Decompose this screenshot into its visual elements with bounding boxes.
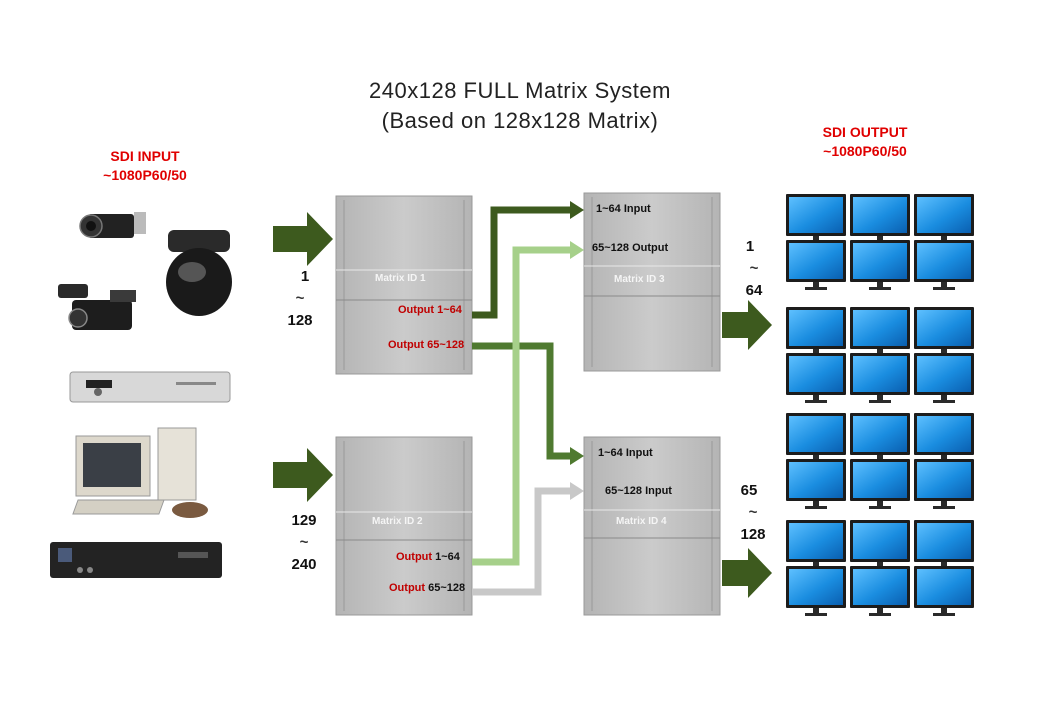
- matrix-2-chassis: [335, 436, 473, 616]
- box-camera-icon: [79, 212, 146, 238]
- diagram-subtitle: (Based on 128x128 Matrix): [381, 108, 659, 133]
- input-range-1-start: 1: [300, 268, 310, 285]
- output-range-2-sep: ~: [748, 504, 758, 521]
- matrix-1-output-a-prefix: Output: [398, 304, 435, 316]
- matrix-1-output-a-range: 1~64: [434, 304, 462, 316]
- matrix-2-output-a-prefix: Output: [396, 551, 433, 563]
- sdi-input-heading: SDI INPUT: [110, 148, 180, 164]
- link-m2b-arrowhead: [570, 482, 584, 500]
- link-m2-arrowhead: [570, 241, 584, 259]
- desktop-pc-icon: [72, 427, 208, 518]
- output-range-1-sep: ~: [749, 260, 759, 277]
- output-arrow-2: [722, 548, 772, 598]
- output-range-2: 65 ~ 128: [732, 480, 774, 546]
- matrix-4-input-a: 1~64 Input: [598, 447, 653, 459]
- link-m2-out-1-64-to-m3: [472, 246, 572, 566]
- sdi-output-heading: SDI OUTPUT: [822, 124, 908, 140]
- input-range-2: 129 ~ 240: [282, 510, 326, 576]
- matrix-4-id: Matrix ID 4: [616, 516, 667, 527]
- dome-camera-icon: [166, 230, 232, 316]
- link-m1b-arrowhead: [570, 447, 584, 465]
- link-m1-arrowhead: [570, 201, 584, 219]
- diagram-title: 240x128 FULL Matrix System: [369, 78, 671, 103]
- output-range-1: 1 ~ 64: [734, 236, 774, 302]
- link-m2-out-65-128-to-m4: [472, 487, 572, 596]
- matrix-3-input-b: 65~128 Output: [592, 242, 669, 254]
- monitor-wall: [786, 194, 974, 616]
- set-top-box-icon: [50, 542, 222, 578]
- input-range-2-sep: ~: [299, 534, 309, 551]
- matrix-1-output-b-range: 65~128: [424, 339, 465, 351]
- matrix-1-id: Matrix ID 1: [375, 273, 426, 284]
- link-m1-out-1-64-to-m3: [472, 206, 572, 319]
- output-range-2-end: 128: [740, 526, 766, 543]
- input-range-1-sep: ~: [295, 290, 305, 307]
- matrix-1-output-b: Output 65~128: [388, 339, 464, 351]
- matrix-3-chassis: [583, 192, 721, 372]
- link-m1-out-65-128-to-m4: [472, 342, 572, 460]
- output-arrow-1: [722, 300, 772, 350]
- output-range-1-end: 64: [745, 282, 763, 299]
- matrix-4-chassis: [583, 436, 721, 616]
- input-arrow-1: [273, 212, 333, 266]
- input-range-1: 1 ~ 128: [280, 266, 320, 332]
- output-range-1-start: 1: [745, 238, 755, 255]
- matrix-2-output-a-range: 1~64: [432, 551, 460, 563]
- matrix-3-id: Matrix ID 3: [614, 274, 665, 285]
- matrix-2-id: Matrix ID 2: [372, 516, 423, 527]
- matrix-2-output-a: Output 1~64: [396, 551, 460, 563]
- matrix-2-output-b-range: 65~128: [425, 582, 466, 594]
- sdi-output-format: ~1080P60/50: [823, 143, 907, 159]
- matrix-1-output-a: Output 1~64: [398, 304, 462, 316]
- matrix-3-input-a: 1~64 Input: [596, 203, 651, 215]
- input-range-1-end: 128: [287, 312, 313, 329]
- sdi-input-format: ~1080P60/50: [103, 167, 187, 183]
- dvr-icon: [69, 371, 231, 403]
- matrix-2-output-b: Output 65~128: [389, 582, 465, 594]
- matrix-1-chassis: [335, 195, 473, 375]
- matrix-4-input-b: 65~128 Input: [605, 485, 672, 497]
- camcorder-icon: [58, 284, 136, 330]
- matrix-1-output-b-prefix: Output: [388, 339, 425, 351]
- input-range-2-start: 129: [291, 512, 317, 529]
- output-range-2-start: 65: [740, 482, 758, 499]
- input-arrow-2: [273, 448, 333, 502]
- input-range-2-end: 240: [291, 556, 317, 573]
- matrix-2-output-b-prefix: Output: [389, 582, 426, 594]
